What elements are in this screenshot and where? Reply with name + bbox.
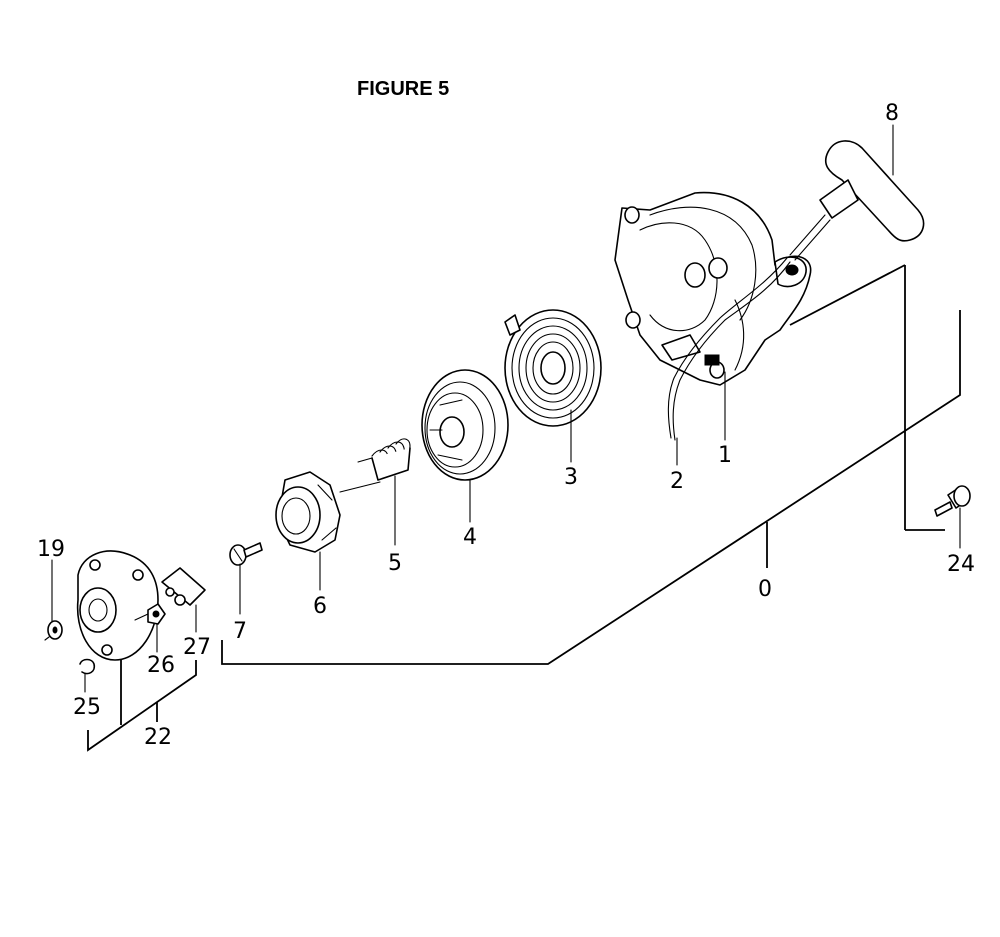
starter-handle [789,140,925,261]
callout-3: 3 [564,465,578,490]
starter-housing [614,191,812,386]
callout-5: 5 [388,551,402,576]
clip-ring [79,658,96,675]
callout-numbers: 0 1 2 3 4 5 6 7 8 19 22 24 25 26 27 [37,101,975,750]
callout-8: 8 [885,101,899,126]
recoil-spring [504,309,602,427]
assembly-0-bracket [221,264,961,665]
rope-pulley [421,369,509,481]
callout-19: 19 [37,537,65,562]
starter-rope [667,257,791,441]
assembly-22-bracket [87,660,197,752]
callout-1: 1 [718,443,732,468]
callout-22: 22 [144,725,172,750]
ratchet [275,471,341,553]
bolt [934,485,971,517]
callout-0: 0 [758,577,772,602]
figure-title: FIGURE 5 [357,78,449,100]
nut [134,603,166,625]
leader-lines [51,124,961,693]
pawl-spring [339,438,411,493]
callout-25: 25 [73,695,101,720]
callout-6: 6 [313,594,327,619]
callout-2: 2 [670,469,684,494]
callout-26: 26 [147,653,175,678]
small-bracket [161,567,206,606]
callout-4: 4 [463,525,477,550]
washer [44,620,63,641]
cover-plate [76,550,159,661]
screw [229,542,263,566]
callout-7: 7 [233,619,247,644]
callout-27: 27 [183,635,211,660]
callout-24: 24 [947,552,975,577]
